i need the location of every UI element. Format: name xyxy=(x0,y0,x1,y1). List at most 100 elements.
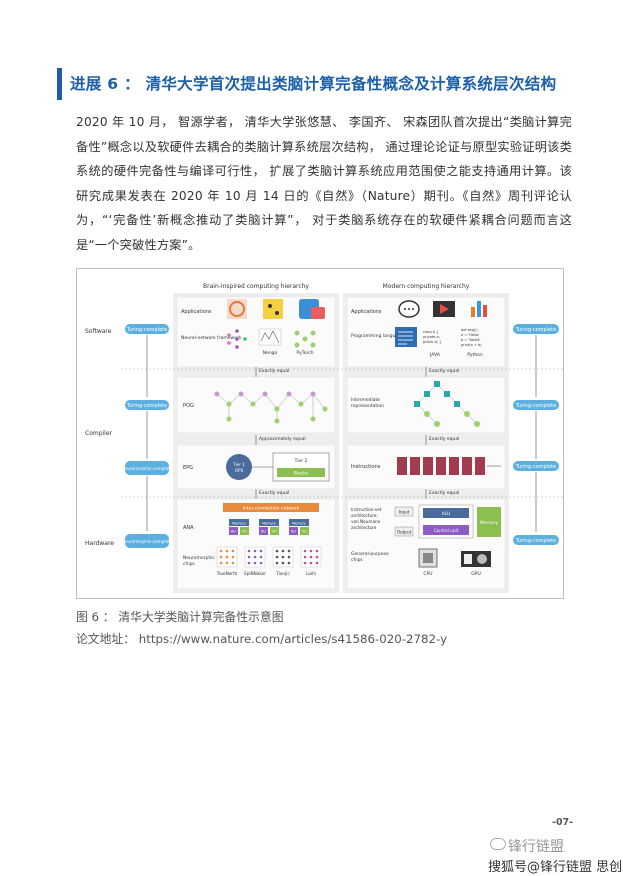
label-memory: Memory xyxy=(262,522,276,526)
pytorch-graph-icon xyxy=(294,330,316,348)
label-programming-language: Programming language xyxy=(351,333,404,339)
label-pog: POG xyxy=(183,403,194,409)
chip-label: Loihi xyxy=(306,571,316,576)
label-alu: ALU xyxy=(442,511,451,517)
equal-label: Exactly equal xyxy=(259,368,289,374)
equal-labels: Exactly equal Exactly equal Approximatel… xyxy=(259,368,459,496)
right-badge: Turing-complete xyxy=(515,403,556,409)
left-epg: EPG Tier 1 OPS Tier 2 Blocks xyxy=(176,444,336,490)
svg-text:architecture: architecture xyxy=(351,525,377,530)
wechat-icon xyxy=(490,838,506,850)
chip-grids xyxy=(216,546,322,568)
left-column-title: Brain-inspired computing hierarchy xyxy=(203,283,309,290)
layer-software: Software xyxy=(85,328,112,335)
layer-compiler: Compiler xyxy=(85,430,113,437)
label-blocks: Blocks xyxy=(294,471,309,477)
game-app-icon xyxy=(263,299,283,319)
svg-text:representation: representation xyxy=(351,403,384,409)
equal-label: Exactly equal xyxy=(429,436,459,442)
label-neuromorphic-chips: Neuromorphic xyxy=(183,555,215,561)
right-badge: Turing-complete xyxy=(515,538,556,544)
svg-text:Tier 1: Tier 1 xyxy=(232,462,245,467)
left-badge: Turing-complete xyxy=(126,327,167,333)
equal-label: Exactly equal xyxy=(429,490,459,496)
svg-text:chips: chips xyxy=(183,561,195,567)
right-badge: Turing-complete xyxy=(515,464,556,470)
interconnect-bar xyxy=(223,503,319,512)
label-bu: BU xyxy=(261,530,266,534)
label-interconnect: Inter-connection network xyxy=(243,506,300,512)
heading-accent-bar xyxy=(57,68,62,100)
right-ir: Intermediate representation xyxy=(346,376,506,434)
svg-text:public b; }: public b; } xyxy=(423,340,441,344)
equal-label: Approximately equal xyxy=(259,436,306,442)
memory-units xyxy=(229,519,309,535)
svg-text:private a;: private a; xyxy=(423,335,440,339)
label-instructions: Instructions xyxy=(351,464,381,470)
svg-text:print(a + b): print(a + b) xyxy=(461,343,482,347)
label-control: Control unit xyxy=(434,528,459,533)
label-pu: PU xyxy=(272,530,277,534)
label-pu: PU xyxy=(302,530,307,534)
svg-text:chips: chips xyxy=(351,557,363,563)
right-badge: Turing-complete xyxy=(515,327,556,333)
label-input: Input xyxy=(399,510,410,515)
label-applications: Applications xyxy=(181,309,212,315)
right-instructions: Instructions xyxy=(346,444,506,490)
label-ana: ANA xyxy=(183,525,194,531)
label-bu: BU xyxy=(291,530,296,534)
label-pu: PU xyxy=(242,530,247,534)
label-right-memory: Memory xyxy=(480,520,499,526)
code-python: def seq(): xyxy=(461,328,478,332)
label-tier2: Tier 2 xyxy=(294,458,308,464)
label-nn-framework: Neural-network framework xyxy=(181,335,242,341)
page-number: -07- xyxy=(552,817,574,828)
side-arrows xyxy=(146,335,537,532)
layer-hardware: Hardware xyxy=(85,540,114,547)
chip-label: TrueNorth xyxy=(216,571,238,576)
paper-url[interactable]: 论文地址： https://www.nature.com/articles/s4… xyxy=(76,632,448,646)
left-badge: Turing-complete xyxy=(126,403,167,409)
blocks-bar xyxy=(277,468,325,477)
label-output: Output xyxy=(397,530,412,535)
equal-label: Exactly equal xyxy=(259,490,289,496)
right-badges: Turing-complete Turing-complete Turing-c… xyxy=(513,324,559,545)
label-memory: Memory xyxy=(232,522,246,526)
svg-text:a = 'Hello': a = 'Hello' xyxy=(461,333,479,337)
label-gpu: GPU xyxy=(471,571,481,577)
label-python: Python xyxy=(467,352,483,358)
hierarchy-diagram: Brain-inspired computing hierarchy Moder… xyxy=(85,283,563,593)
figure-box: Brain-inspired computing hierarchy Moder… xyxy=(76,268,564,599)
label-cpu: CPU xyxy=(423,571,432,577)
barchart-icon xyxy=(471,301,487,317)
label-right-applications: Applications xyxy=(351,309,382,315)
chip-label: SpiNNaker xyxy=(244,571,266,576)
label-bu: BU xyxy=(231,530,236,534)
label-pytorch: PyTorch xyxy=(296,350,313,356)
watermark-account: 锋行链盟 xyxy=(508,839,564,855)
label-ir: Intermediate xyxy=(351,397,380,403)
tier1-circle xyxy=(226,454,252,480)
label-nengo: Nengo xyxy=(263,350,278,356)
figure-caption: 图 6 ： 清华大学类脑计算完备性示意图 xyxy=(76,610,284,624)
nn-icon xyxy=(227,329,247,349)
watermark-source: 搜狐号@锋行链盟 思创网 xyxy=(488,860,623,875)
chip-label: Tianjic xyxy=(275,571,290,576)
svg-text:b = 'World': b = 'World' xyxy=(461,338,480,342)
label-java: JAVA xyxy=(429,352,441,358)
right-isa: Instruction-set architecture; von Neuman… xyxy=(346,498,506,590)
layer-separators xyxy=(121,368,563,498)
left-applications: Applications Neural-network framework Ne… xyxy=(176,296,336,368)
left-badges: Turing-complete Turing-complete Neuromor… xyxy=(122,324,173,548)
right-column-title: Modern computing hierarchy xyxy=(383,283,470,290)
label-gp-chips: General-purpose xyxy=(351,551,389,557)
label-epg: EPG xyxy=(183,465,193,471)
svg-text:architecture;: architecture; xyxy=(351,513,378,518)
svg-text:von Neumann: von Neumann xyxy=(351,519,381,524)
svg-text:OPS: OPS xyxy=(235,468,244,473)
body-paragraph: 2020 年 10 月， 智源学者， 清华大学张悠慧、 李国齐、 宋森团队首次提… xyxy=(76,115,572,252)
section-heading: 进展 6 ： 清华大学首次提出类脑计算完备性概念及计算系统层次结构 xyxy=(70,75,557,93)
code-java: class A { xyxy=(423,330,439,334)
left-pog: POG xyxy=(176,376,336,434)
left-badge: Neuromorphic-complete xyxy=(122,539,173,544)
